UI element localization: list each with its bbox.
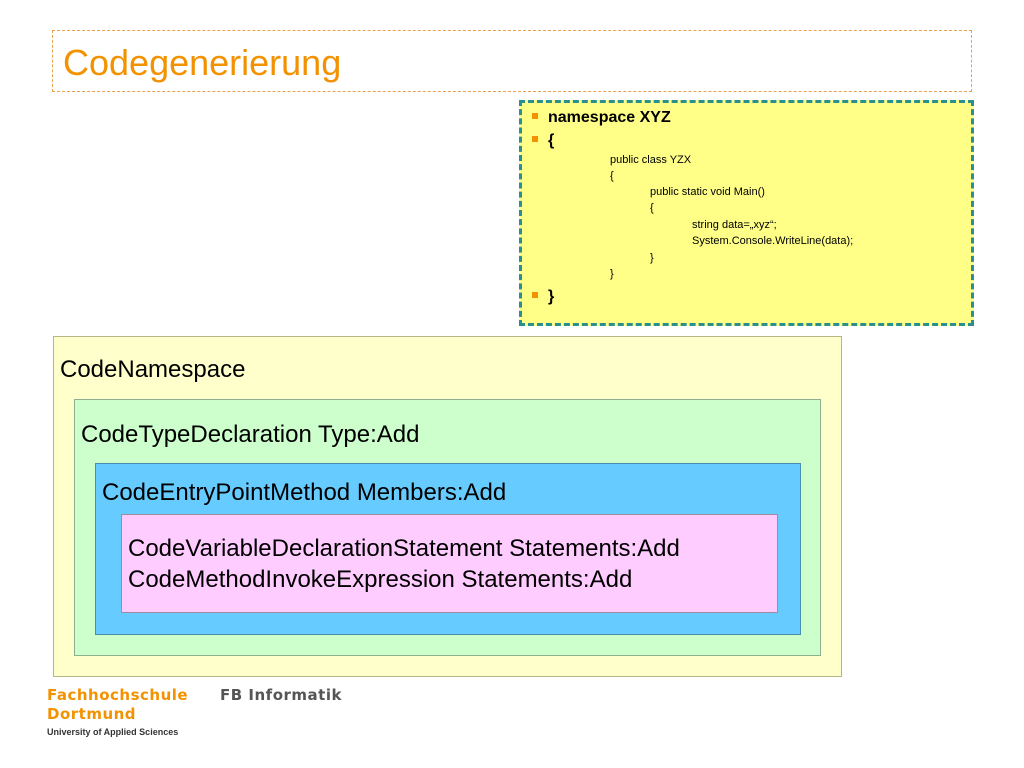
- footer-logo: Fachhochschule Dortmund FB Informatik Un…: [47, 686, 367, 746]
- codeentrypointmethod-label: CodeEntryPointMethod Members:Add: [102, 479, 507, 506]
- code-bullet-close-brace: }: [532, 287, 554, 307]
- method-invoke-expression-label: CodeMethodInvokeExpression Statements:Ad…: [128, 566, 633, 593]
- code-bullet-namespace: namespace XYZ: [532, 108, 671, 128]
- variable-declaration-statement-label: CodeVariableDeclarationStatement Stateme…: [128, 535, 680, 562]
- title-box: Codegenerierung: [52, 30, 972, 92]
- code-bullet-close-brace-text: }: [548, 288, 555, 305]
- bullet-icon: [532, 112, 538, 119]
- code-line: }: [610, 268, 614, 280]
- code-line: }: [650, 252, 654, 264]
- code-line: {: [650, 202, 654, 214]
- code-line: string data=„xyz“;: [692, 219, 777, 231]
- code-line: public class YZX: [610, 154, 692, 166]
- code-line: System.Console.WriteLine(data);: [692, 235, 854, 247]
- logo-line-fachhochschule: Fachhochschule: [47, 686, 189, 704]
- university-label: University of Applied Sciences: [47, 727, 179, 737]
- code-sample-box: namespace XYZ { public class YZX { publi…: [519, 100, 974, 326]
- slide-title: Codegenerierung: [63, 42, 342, 83]
- code-bullet-namespace-text: namespace XYZ: [548, 109, 671, 126]
- code-bullet-open-brace: {: [532, 131, 554, 151]
- logo-line-dortmund: Dortmund: [47, 705, 137, 723]
- code-line: public static void Main(): [650, 186, 765, 198]
- code-bullet-open-brace-text: {: [548, 132, 555, 149]
- codetypedeclaration-label: CodeTypeDeclaration Type:Add: [81, 421, 420, 448]
- codestatements-box: CodeVariableDeclarationStatement Stateme…: [121, 514, 778, 613]
- department-label: FB Informatik: [220, 686, 342, 704]
- bullet-icon: [532, 135, 538, 142]
- code-line: {: [610, 170, 614, 182]
- bullet-icon: [532, 291, 538, 298]
- codenamespace-label: CodeNamespace: [60, 356, 246, 383]
